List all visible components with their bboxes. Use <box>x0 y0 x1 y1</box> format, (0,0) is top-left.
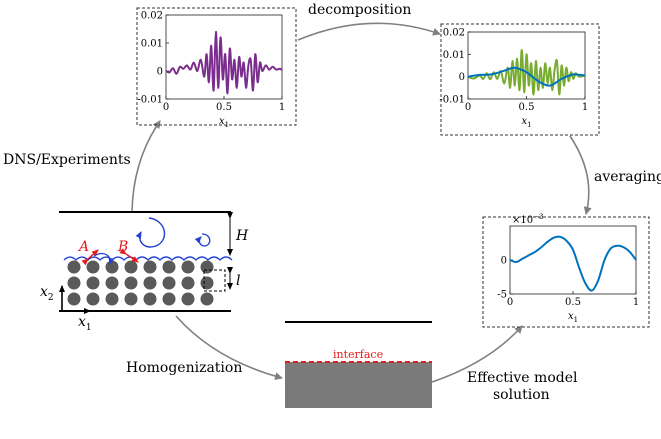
grain-2-6 <box>181 292 195 306</box>
label-l: l <box>236 273 240 289</box>
top-xlabel: x1 <box>219 116 229 129</box>
top-ytick-label: 0.02 <box>141 11 163 22</box>
top-xtick-label: 0.5 <box>216 102 232 113</box>
vortex-large <box>135 217 166 248</box>
grain-2-5 <box>162 292 176 306</box>
averaged-axes-box <box>509 225 637 295</box>
label-A: A <box>77 239 89 255</box>
right-top-xlabel: x1 <box>521 116 531 129</box>
top-series-0 <box>165 30 283 95</box>
arrow-B <box>119 248 139 263</box>
plot-top-frame <box>136 7 297 126</box>
grain-2-1 <box>86 292 100 306</box>
grain-0-0 <box>67 260 81 274</box>
averaged-xtick-label: 0.5 <box>565 297 581 308</box>
label-x2: x2 <box>40 284 54 303</box>
arrow-homogenization <box>175 315 283 381</box>
grain-1-6 <box>181 276 195 290</box>
averaged-ytick-label: 0 <box>501 256 507 267</box>
top-xtick-label: 1 <box>279 102 285 113</box>
averaged-xtick-label: 1 <box>633 297 639 308</box>
effective-porous-block <box>285 362 432 408</box>
plot-averaged-frame <box>482 216 650 328</box>
grain-0-5 <box>162 260 176 274</box>
grain-2-0 <box>67 292 81 306</box>
right-top-ytick-label: 0.02 <box>443 28 465 39</box>
grain-1-0 <box>67 276 81 290</box>
grain-0-1 <box>86 260 100 274</box>
grain-2-4 <box>143 292 157 306</box>
right-top-xtick-label: 0.5 <box>519 102 535 113</box>
grain-1-1 <box>86 276 100 290</box>
plot-right-top-frame <box>440 23 600 136</box>
label-decomposition: decomposition <box>308 2 411 18</box>
averaged-xtick-label: 0 <box>507 297 513 308</box>
cycle-arrows <box>131 22 592 383</box>
arrow-A <box>81 249 99 266</box>
right-top-series-1 <box>467 66 586 87</box>
right-top-xtick-label: 1 <box>582 102 588 113</box>
right-top-xtick-label: 0 <box>465 102 471 113</box>
top-ytick-label: 0.01 <box>141 39 163 50</box>
grain-2-7 <box>200 292 214 306</box>
arrow-dns <box>131 120 161 213</box>
arrow-decomposition <box>297 22 441 41</box>
grain-0-7 <box>200 260 214 274</box>
label-homogenization: Homogenization <box>126 360 242 376</box>
arrow-averaging <box>569 135 592 215</box>
grain-0-4 <box>143 260 157 274</box>
averaged-ytick-label: -5 <box>497 290 507 301</box>
grain-0-2 <box>105 260 119 274</box>
grain-1-3 <box>124 276 138 290</box>
label-effective-2: solution <box>493 387 550 403</box>
top-xtick-label: 0 <box>163 102 169 113</box>
grain-1-7 <box>200 276 214 290</box>
grain-0-3 <box>124 260 138 274</box>
averaged-series-0 <box>509 235 637 292</box>
channel-schematic: H A B l x2 x1 <box>40 211 249 333</box>
grain-array <box>67 260 214 306</box>
effective-model: interface <box>285 321 432 408</box>
averaged-yscale: ×10−3 <box>512 213 543 226</box>
unit-cell-box <box>203 269 226 292</box>
grain-1-2 <box>105 276 119 290</box>
top-ytick-label: 0 <box>157 67 163 78</box>
top-ytick-label: -0.01 <box>137 95 163 106</box>
label-H: H <box>235 228 249 244</box>
right-top-ytick-label: 0 <box>459 72 465 83</box>
grain-1-5 <box>162 276 176 290</box>
label-dns: DNS/Experiments <box>3 152 131 168</box>
right-top-series-0 <box>467 48 586 96</box>
label-averaging: averaging <box>594 169 661 185</box>
grain-0-6 <box>181 260 195 274</box>
averaged-xlabel: x1 <box>568 311 578 324</box>
vortex-right <box>194 233 211 247</box>
label-B: B <box>117 239 128 255</box>
label-interface: interface <box>333 348 383 361</box>
grain-1-4 <box>143 276 157 290</box>
label-x1: x1 <box>78 314 92 333</box>
grain-2-2 <box>105 292 119 306</box>
right-top-ytick-label: 0.01 <box>443 50 465 61</box>
arrow-effective <box>431 325 523 383</box>
grain-2-3 <box>124 292 138 306</box>
label-effective-1: Effective model <box>467 370 578 386</box>
right-top-ytick-label: -0.01 <box>439 95 465 106</box>
